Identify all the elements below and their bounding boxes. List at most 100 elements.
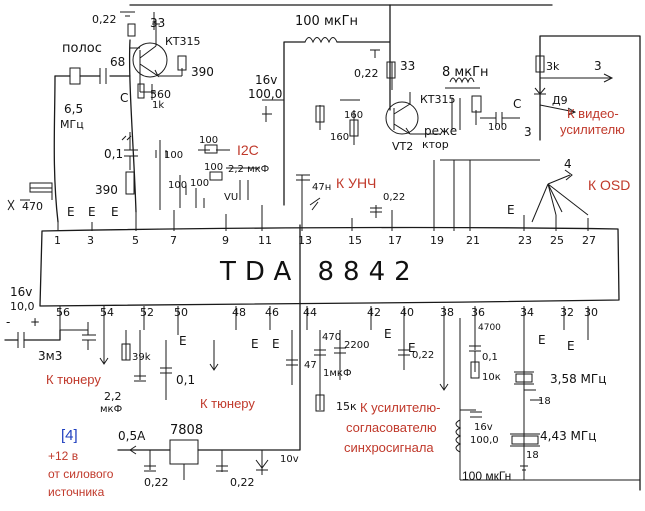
label-mkf-left: мкФ (100, 404, 123, 415)
label-c16v: 16v (255, 73, 277, 87)
label-r160-b: 160 (330, 132, 349, 143)
ic-tda8842: TDA 8842 (39, 226, 620, 307)
label-c10v: 10v (280, 454, 299, 465)
label-c4700: 4700 (478, 323, 501, 333)
pin-50: 50 (174, 306, 188, 319)
annotation-tuner-2: К тюнеру (200, 396, 255, 411)
pin-5: 5 (132, 234, 139, 247)
pin-42: 42 (367, 306, 381, 319)
label-c18-a: 18 (538, 396, 551, 407)
pin-46: 46 (265, 306, 279, 319)
pin-30: 30 (584, 306, 598, 319)
pin-34: 34 (520, 306, 534, 319)
pin-e: E (384, 327, 392, 341)
pin-e: E (179, 334, 187, 348)
label-left-16v: 16v (10, 285, 32, 299)
pin-13: 13 (298, 234, 312, 247)
label-xtal2: 4,43 МГц (540, 429, 596, 443)
label-c100-0: 100,0 (248, 87, 282, 101)
pin-e: E (408, 341, 416, 355)
label-r33-mid: 33 (400, 59, 415, 73)
filter-6-5mhz (69, 67, 81, 85)
annotation-l100-bottom: 100 мкГн (462, 469, 511, 483)
pin-36: 36 (471, 306, 485, 319)
ground-e-labels: E E E E E E E E E E E (67, 203, 575, 355)
label-r100-a: 100 (199, 135, 218, 146)
pin-25: 25 (550, 234, 564, 247)
label-vu: VU (224, 192, 238, 203)
annotation-sync-3: синхросигнала (344, 440, 434, 455)
pin-1: 1 (54, 234, 61, 247)
label-d9: Д9 (552, 94, 568, 107)
label-c47n: 47н (312, 182, 331, 193)
label-kt315-mid: КТ315 (420, 93, 456, 106)
pin-e: E (251, 337, 259, 351)
label-num3a: 3 (594, 59, 602, 73)
label-r100-out: 100 (488, 122, 507, 133)
bottom-left-network (4, 322, 219, 400)
label-c47-b: 47 (304, 360, 317, 371)
label-c022-mid: 0,22 (354, 67, 379, 80)
pin-54: 54 (100, 306, 114, 319)
pin-9: 9 (222, 234, 229, 247)
bottom-right-network (439, 318, 640, 481)
video-output (389, 4, 641, 491)
label-r100-b: 100 (204, 162, 223, 173)
label-minus: - (6, 315, 10, 329)
label-7808: 7808 (170, 423, 203, 438)
label-c01-left: 0,1 (104, 147, 123, 161)
pin-52: 52 (140, 306, 154, 319)
ic-label: TDA 8842 (219, 257, 420, 287)
label-r560: 560 (150, 88, 171, 101)
label-c16v-b: 16v (474, 422, 493, 433)
label-num4: 4 (564, 157, 572, 171)
label-c100-c: 100 (190, 178, 209, 189)
label-r160-a: 160 (344, 110, 363, 121)
label-filter-3: МГц (60, 118, 84, 131)
bottom-mid-network (286, 330, 410, 412)
label-fuse: 0,5А (118, 429, 146, 443)
pin-e: E (88, 205, 96, 219)
annotation-video-1: К видео- (567, 106, 619, 121)
label-r39k: 39k (132, 352, 151, 363)
annotation-power-2: от силового (48, 467, 114, 481)
regulator-7808 (169, 439, 199, 465)
label-c01-c: 0,1 (482, 352, 498, 363)
label-c68: 68 (110, 55, 125, 69)
label-c470: 470 (322, 332, 341, 343)
label-filter-2: 6,5 (64, 102, 83, 116)
pin-e: E (538, 333, 546, 347)
label-c022-b: 0,22 (412, 350, 434, 361)
pin-27: 27 (582, 234, 596, 247)
label-node-c: C (120, 91, 128, 105)
pin-e: E (272, 337, 280, 351)
video-stage (315, 49, 520, 145)
pin-56: 56 (56, 306, 70, 319)
label-r10k: 10к (482, 372, 501, 383)
label-c022-r1: 0,22 (144, 476, 169, 489)
label-r15k: 15к (336, 400, 357, 413)
label-022-top: 0,22 (92, 13, 117, 26)
label-reje2: ктор (422, 138, 449, 151)
label-r3k: 3k (546, 60, 560, 73)
label-left-10: 10,0 (10, 300, 35, 313)
label-r390-left: 390 (95, 183, 118, 197)
pin-32: 32 (560, 306, 574, 319)
pin-e: E (507, 203, 515, 217)
pin-38: 38 (440, 306, 454, 319)
pin-48: 48 (232, 306, 246, 319)
label-c22-left: 2,2 (104, 390, 122, 403)
label-c022-pin17: 0,22 (383, 192, 405, 203)
pin-e: E (567, 339, 575, 353)
annotation-power-1: +12 в (48, 449, 78, 463)
label-plus: + (30, 315, 40, 329)
reference-marker: [4] (61, 427, 78, 444)
label-l8: 8 мкГн (442, 65, 489, 80)
annotation-sync-1: К усилителю- (360, 400, 440, 415)
power-regulator (117, 224, 301, 480)
label-3m3: 3м3 (38, 349, 62, 363)
label-num3b: 3 (524, 125, 532, 139)
annotation-i2c: I2C (237, 142, 259, 158)
label-c1mkf: 1мкФ (323, 368, 352, 379)
